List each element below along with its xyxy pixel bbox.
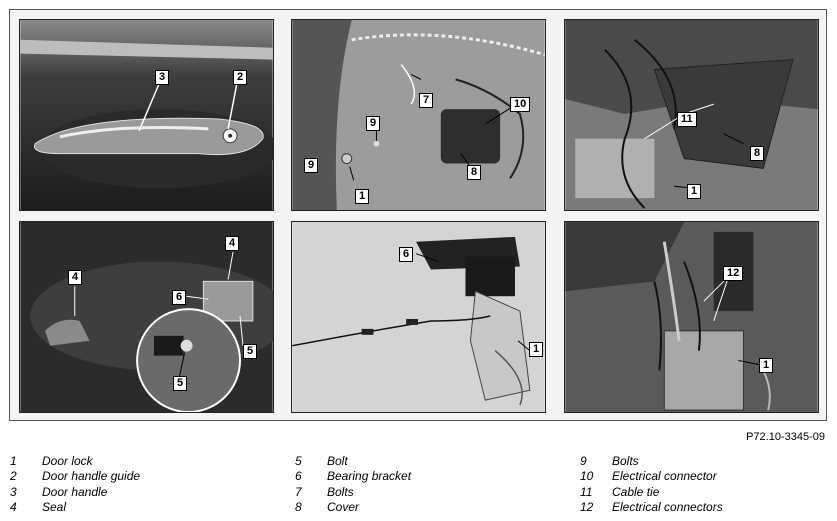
callout-label: 5 <box>173 376 188 391</box>
callout-label: 3 <box>155 70 170 85</box>
legend-label: Electrical connector <box>612 469 717 484</box>
legend-number: 9 <box>580 454 587 468</box>
door-lock-photo <box>292 222 545 412</box>
legend-number: 5 <box>295 454 302 468</box>
legend-label: Door handle <box>42 484 108 499</box>
callout-label: 4 <box>68 270 83 285</box>
legend-number: 7 <box>295 484 302 499</box>
legend-label: Cable tie <box>612 484 660 499</box>
legend-label: Bolts <box>612 454 639 468</box>
seal-bolt-photo <box>20 222 273 412</box>
callout-label: 6 <box>399 247 414 262</box>
legend-number: 12 <box>580 499 594 514</box>
callout-label: 5 <box>243 344 258 359</box>
callout-label: 4 <box>225 236 240 251</box>
legend-number: 11 <box>580 484 593 499</box>
legend-number: 4 <box>10 499 17 514</box>
door-inner-photo <box>292 20 545 210</box>
callout-label: 8 <box>750 146 765 161</box>
callout-label: 1 <box>355 189 370 204</box>
callout-label: 1 <box>529 342 544 357</box>
legend-number: 3 <box>10 484 17 499</box>
callout-label: 9 <box>366 116 381 131</box>
legend-number: 10 <box>580 469 594 484</box>
callout-label: 2 <box>233 70 248 85</box>
callout-label: 10 <box>510 97 531 112</box>
legend-label: Cover <box>327 499 360 514</box>
legend-label: Door handle guide <box>42 469 141 484</box>
figure-frame: 3 2 9 7 10 9 1 8 <box>9 9 827 421</box>
legend-label: Door lock <box>42 454 93 468</box>
photo-cover-cable-ties: 11 8 1 <box>564 19 819 211</box>
callout-label: 1 <box>759 358 774 373</box>
photo-seal-bolt: 4 4 6 5 5 <box>19 221 274 413</box>
callout-label: 9 <box>304 158 319 173</box>
legend-number: 2 <box>10 469 17 484</box>
legend-number: 1 <box>10 454 17 468</box>
callout-label: 11 <box>677 112 697 127</box>
callout-label: 12 <box>723 266 744 281</box>
callout-label: 6 <box>172 290 187 305</box>
photo-door-lock: 6 1 <box>291 221 546 413</box>
callout-label: 7 <box>419 93 434 108</box>
figure-reference: P72.10-3345-09 <box>746 431 825 443</box>
legend-label: Bearing bracket <box>327 469 412 484</box>
legend-label: Electrical connectors <box>612 499 723 514</box>
callout-label: 1 <box>687 184 702 199</box>
legend-label: Bolts <box>327 484 354 499</box>
photo-door-handle: 3 2 <box>19 19 274 211</box>
photo-door-inner: 9 7 10 9 1 8 <box>291 19 546 211</box>
legend-label: Bolt <box>327 454 348 468</box>
door-handle-photo <box>20 20 273 210</box>
legend-label: Seal <box>42 499 67 514</box>
legend-number: 8 <box>295 499 302 514</box>
legend-number: 6 <box>295 469 302 484</box>
cover-cable-photo <box>565 20 818 210</box>
callout-label: 8 <box>467 165 482 180</box>
connectors-photo <box>565 222 818 412</box>
photo-electrical-connectors: 12 1 <box>564 221 819 413</box>
